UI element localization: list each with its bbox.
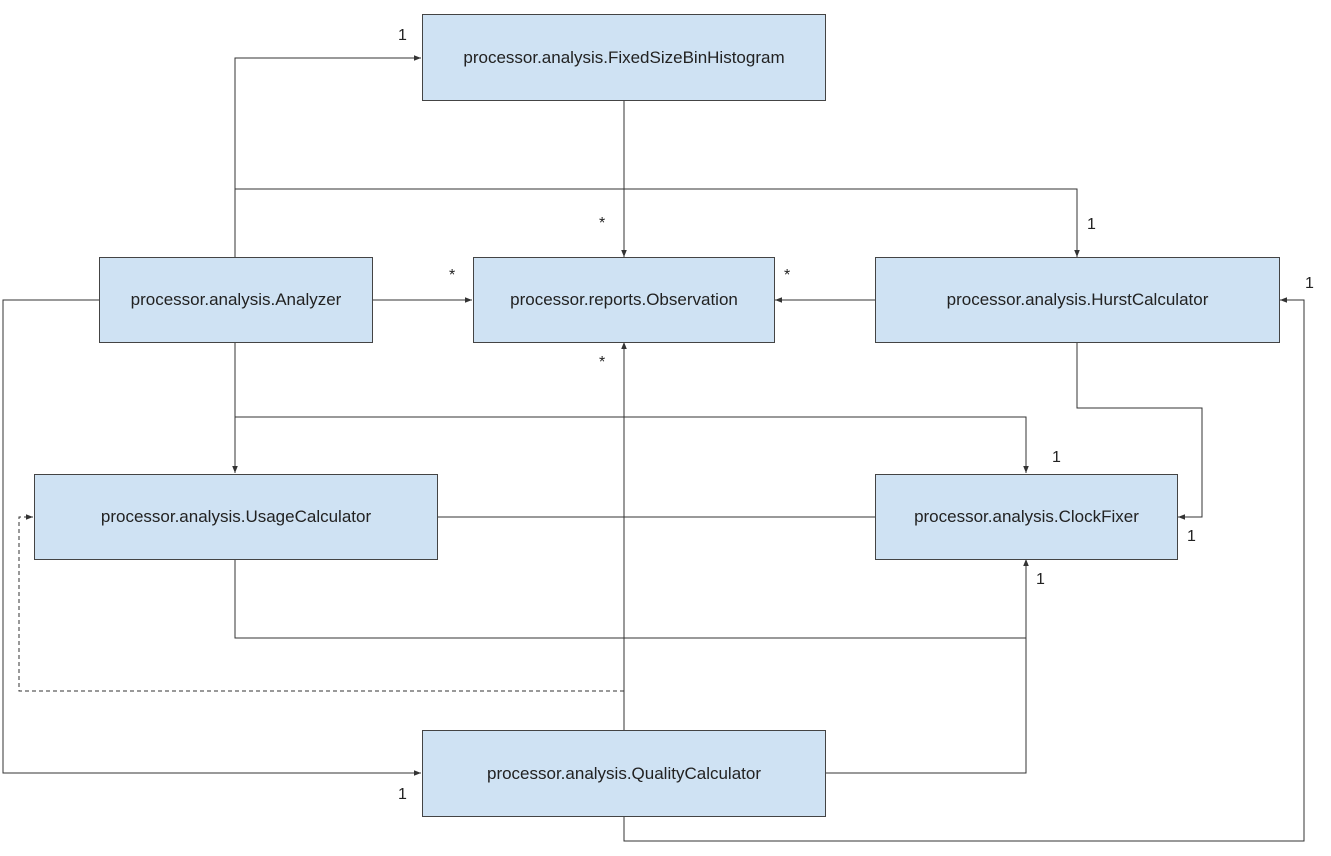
class-name-usage-calculator: processor.analysis.UsageCalculator (100, 507, 372, 526)
class-name-fixed-size-bin-histogram: processor.analysis.FixedSizeBinHistogram (463, 47, 785, 67)
multiplicity-observation-right: * (784, 267, 791, 284)
class-box-fixed-size-bin-histogram[interactable]: processor.analysis.FixedSizeBinHistogram (422, 14, 826, 101)
class-name-hurst-calculator: processor.analysis.HurstCalculator (946, 290, 1209, 309)
edge-analyzer-histogram (234, 55, 421, 257)
class-name-observation: processor.reports.Observation (510, 290, 738, 309)
edge-analyzer-clockfixer (235, 416, 1029, 473)
edge-quality-clockfixer (825, 559, 1027, 774)
class-box-analyzer[interactable]: processor.analysis.Analyzer (99, 257, 373, 343)
class-box-quality-calculator[interactable]: processor.analysis.QualityCalculator (422, 730, 826, 817)
class-box-clock-fixer[interactable]: processor.analysis.ClockFixer (875, 474, 1178, 560)
edge-usage-clockfixer-lower (234, 559, 1029, 639)
class-name-clock-fixer: processor.analysis.ClockFixer (914, 507, 1139, 526)
multiplicity-observation-bottom: * (599, 354, 606, 371)
edge-analyzer-quality (2, 299, 421, 776)
class-name-quality-calculator: processor.analysis.QualityCalculator (486, 763, 761, 783)
multiplicity-clockfixer-top: 1 (1052, 449, 1061, 466)
multiplicity-histogram: 1 (398, 27, 407, 44)
class-box-hurst-calculator[interactable]: processor.analysis.HurstCalculator (875, 257, 1280, 343)
class-name-analyzer: processor.analysis.Analyzer (130, 290, 342, 309)
multiplicity-clockfixer-right: 1 (1187, 528, 1196, 545)
edge-analyzer-hurst (235, 188, 1080, 257)
edge-quality-hurst (623, 297, 1305, 842)
multiplicity-hurst-top: 1 (1087, 216, 1096, 233)
class-box-observation[interactable]: processor.reports.Observation (473, 257, 775, 343)
edge-quality-usage-dependency (18, 514, 624, 692)
multiplicity-observation-left: * (449, 267, 456, 284)
multiplicity-clockfixer-bottom: 1 (1036, 571, 1045, 588)
multiplicity-quality: 1 (398, 786, 407, 803)
multiplicity-hurst-right: 1 (1305, 275, 1314, 292)
class-box-usage-calculator[interactable]: processor.analysis.UsageCalculator (34, 474, 438, 560)
multiplicity-observation-top: * (599, 215, 606, 232)
edge-hurst-clockfixer (1076, 342, 1203, 520)
